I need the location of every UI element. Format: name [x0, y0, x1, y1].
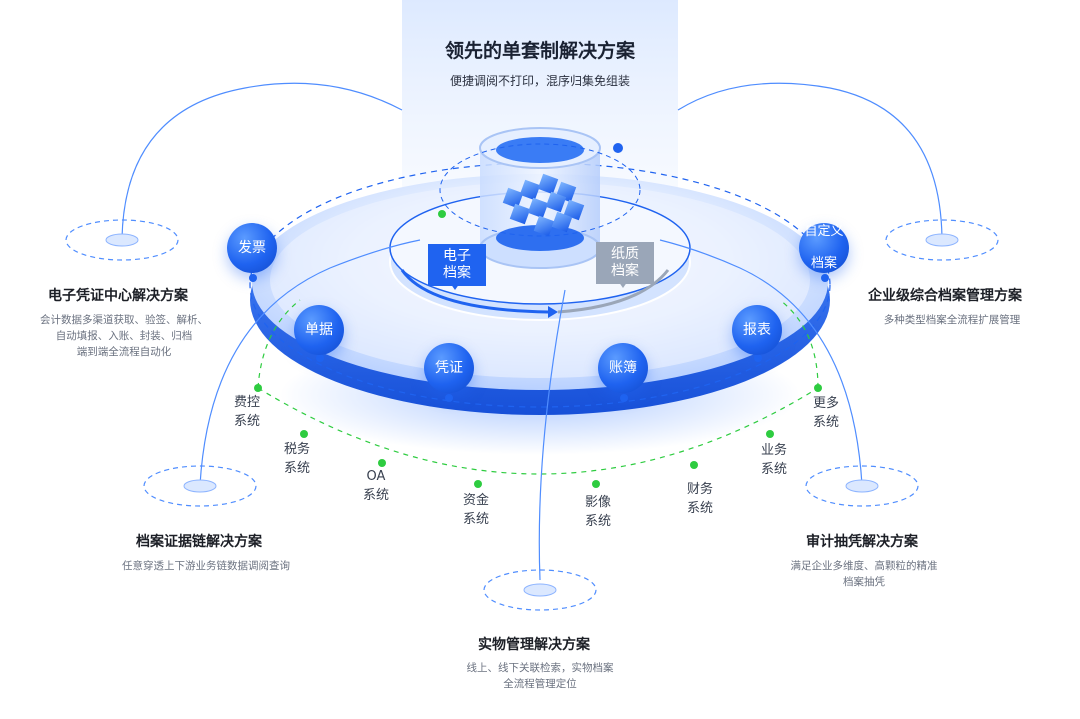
- orbit-dot-blue: [613, 143, 623, 153]
- bubble-ledger[interactable]: 账簿: [598, 343, 648, 393]
- dot-sys-oa: [378, 459, 386, 467]
- solution-enterprise-title: 企业级综合档案管理方案: [868, 288, 1022, 304]
- tag-paper-archive[interactable]: 纸质 档案: [596, 242, 654, 284]
- bubble-invoice[interactable]: 发票: [227, 223, 277, 273]
- system-more: 更多系统: [812, 396, 839, 430]
- dot-sys-fund: [474, 480, 482, 488]
- tag-paper-line2: 档案: [611, 263, 639, 279]
- bubble-custom-line1: 自定义: [804, 224, 844, 239]
- solution-audit-title: 审计抽凭解决方案: [806, 534, 918, 550]
- dot-sys-finance: [690, 461, 698, 469]
- anchor-audit: [805, 465, 919, 507]
- page-subtitle: 便捷调阅不打印，混序归集免组装: [449, 74, 630, 88]
- system-expense: 费控系统: [233, 395, 260, 429]
- system-image: 影像系统: [584, 495, 611, 529]
- bubble-receipt[interactable]: 单据: [294, 305, 344, 355]
- tag-electronic-line1: 电子: [443, 248, 471, 264]
- dot-sys-image: [592, 480, 600, 488]
- dot-voucher: [445, 394, 453, 402]
- cylinder-bottom-inner: [496, 225, 584, 251]
- connector-audit: [659, 239, 863, 486]
- inner-platform-arrow-ring: [400, 269, 549, 314]
- connector-physical: [538, 289, 566, 581]
- connector-enterprise: [677, 82, 943, 239]
- outer-dashed-orbit: [249, 162, 831, 408]
- anchor-voucher-center: [65, 219, 179, 261]
- system-tax: 税务系统: [283, 442, 310, 476]
- dot-custom: [821, 274, 829, 282]
- system-arc-upper: [257, 299, 301, 389]
- tag-electronic-line2: 档案: [443, 265, 471, 281]
- dot-report: [754, 354, 762, 362]
- cylinder-orbit: [439, 143, 641, 237]
- dot-sys-business: [766, 430, 774, 438]
- system-fund: 资金系统: [462, 493, 489, 527]
- cube-cluster: [502, 173, 585, 237]
- bubble-receipt-label: 单据: [305, 322, 333, 338]
- arrow-head: [548, 306, 558, 318]
- solution-voucher-center-title: 电子凭证中心解决方案: [48, 288, 188, 304]
- bubble-custom-archive[interactable]: 自定义 档案: [799, 223, 849, 273]
- orbit-dot-green: [438, 210, 446, 218]
- bubble-invoice-label: 发票: [238, 240, 266, 256]
- solution-evidence-chain-title: 档案证据链解决方案: [136, 534, 262, 550]
- bubble-report-label: 报表: [743, 322, 771, 338]
- bubble-report[interactable]: 报表: [732, 305, 782, 355]
- system-finance: 财务系统: [686, 482, 713, 516]
- solution-enterprise-desc: 多种类型档案全流程扩展管理: [883, 314, 1021, 326]
- tag-electronic-archive[interactable]: 电子 档案: [428, 244, 486, 286]
- bubble-voucher-label: 凭证: [435, 360, 463, 376]
- bubble-custom-line2: 档案: [810, 256, 837, 271]
- connector-evidence: [199, 239, 421, 486]
- solution-voucher-center-desc: 会计数据多渠道获取、验签、解析、 自动填报、入账、封装、归档 端到端全流程自动化: [40, 314, 208, 358]
- dot-sys-more: [814, 384, 822, 392]
- solution-physical-desc: 线上、线下关联检索，实物档案 全流程管理定位: [466, 662, 614, 690]
- dot-ledger: [620, 394, 628, 402]
- system-arc-upper-right: [779, 299, 819, 389]
- dot-sys-tax: [300, 430, 308, 438]
- solution-physical-title: 实物管理解决方案: [478, 637, 590, 653]
- dot-invoice: [249, 274, 257, 282]
- cylinder-top-inner: [496, 137, 584, 163]
- inner-platform-gray-ring: [557, 269, 670, 314]
- dot-sys-expense: [254, 384, 262, 392]
- connector-voucher-center: [121, 82, 403, 239]
- anchor-enterprise: [885, 219, 999, 261]
- bubble-ledger-label: 账簿: [609, 360, 637, 376]
- solution-evidence-chain-desc: 任意穿透上下游业务链数据调阅查询: [122, 560, 290, 572]
- solution-audit-desc: 满足企业多维度、高颗粒的精准 档案抽凭: [790, 560, 938, 588]
- page-title: 领先的单套制解决方案: [444, 40, 635, 62]
- bubble-voucher[interactable]: 凭证: [424, 343, 474, 393]
- anchor-evidence: [143, 465, 257, 507]
- tag-paper-line1: 纸质: [611, 246, 639, 262]
- anchor-physical: [483, 569, 597, 611]
- system-business: 业务系统: [760, 443, 787, 477]
- dot-receipt: [316, 354, 324, 362]
